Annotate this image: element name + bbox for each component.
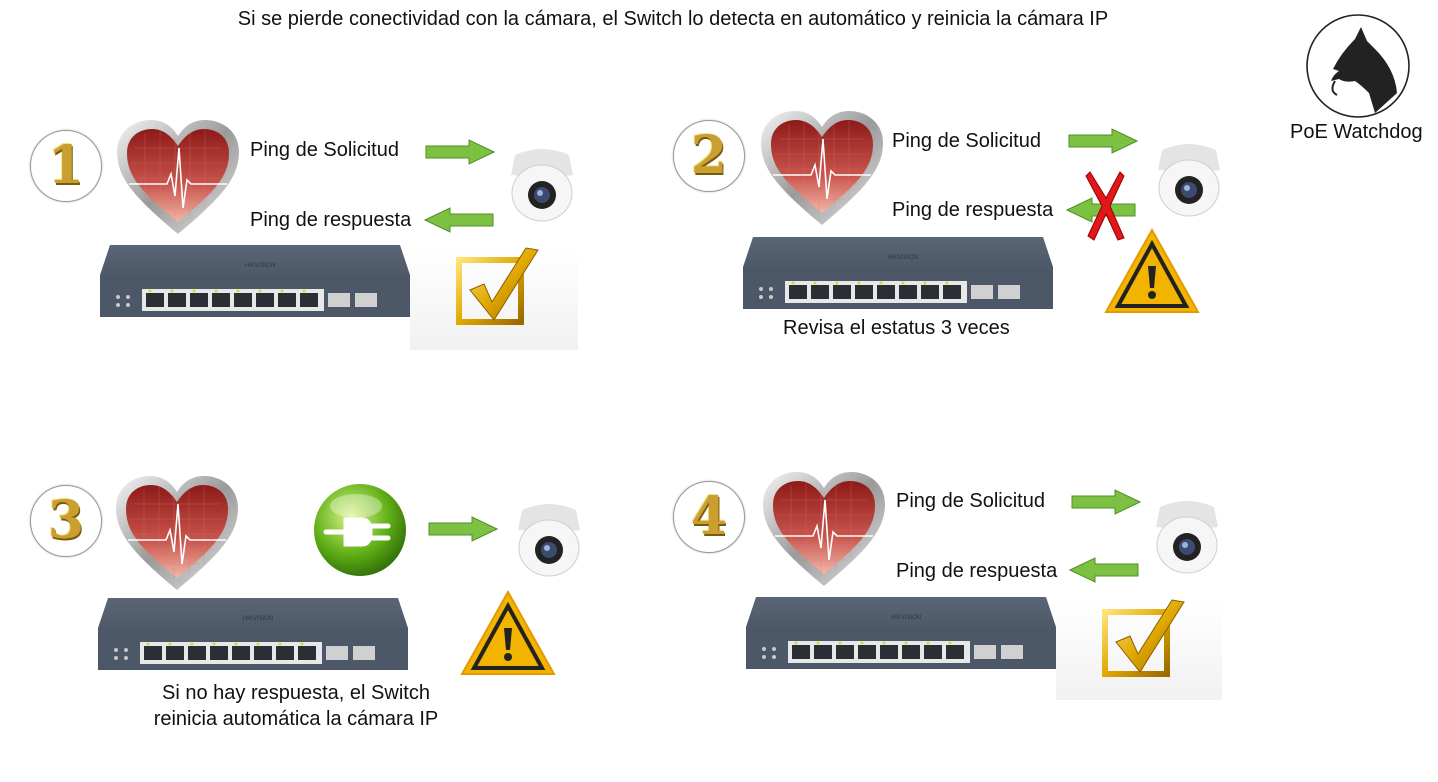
checkmark-background [1056,602,1222,700]
watchdog-dog-logo-icon [1306,14,1410,118]
step-number: 4 [690,486,728,547]
step-number-badge: 3 [30,485,102,557]
ping-response-label: Ping de respuesta [896,560,1058,582]
ping-request-label: Ping de Solicitud [892,130,1041,152]
heartbeat-heart-icon [759,109,885,227]
step-number: 3 [47,490,85,551]
warning-icon [1104,228,1200,314]
arrow-left-icon [424,207,494,233]
step-caption-line1: Si no hay respuesta, el Switch [162,682,430,704]
step-number: 1 [47,135,85,196]
ping-response-label: Ping de respuesta [892,199,1054,221]
step-number-badge: 4 [673,481,745,553]
ping-request-label: Ping de Solicitud [250,139,399,161]
power-plug-icon [314,484,406,576]
checkmark-icon [1102,598,1186,678]
step-number-badge: 2 [673,120,745,192]
heartbeat-heart-icon [115,118,241,236]
step-number: 2 [690,125,728,186]
ip-camera-icon [514,500,584,578]
ip-camera-icon [1152,497,1222,575]
arrow-right-icon [428,516,498,542]
warning-icon [460,590,556,676]
arrow-right-icon [1068,128,1138,154]
heartbeat-heart-icon [114,474,240,592]
step-caption: Revisa el estatus 3 veces [783,317,1010,339]
step-number-badge: 1 [30,130,102,202]
red-cross-icon [1085,171,1125,241]
ip-camera-icon [506,145,578,223]
ip-camera-icon [1154,140,1224,218]
ping-request-label: Ping de Solicitud [896,490,1045,512]
poe-switch-icon [746,597,1056,671]
poe-switch-icon [98,598,408,672]
diagram-title: Si se pierde conectividad con la cámara,… [237,8,1109,30]
ping-response-label: Ping de respuesta [250,209,412,231]
arrow-right-icon [425,139,495,165]
poe-switch-icon [100,245,410,319]
checkmark-icon [456,246,540,326]
arrow-left-icon [1069,557,1139,583]
step-caption-line2: reinicia automática la cámara IP [153,708,439,730]
poe-switch-icon [743,237,1053,311]
logo-label: PoE Watchdog [1290,121,1423,143]
arrow-right-icon [1071,489,1141,515]
heartbeat-heart-icon [761,470,887,588]
